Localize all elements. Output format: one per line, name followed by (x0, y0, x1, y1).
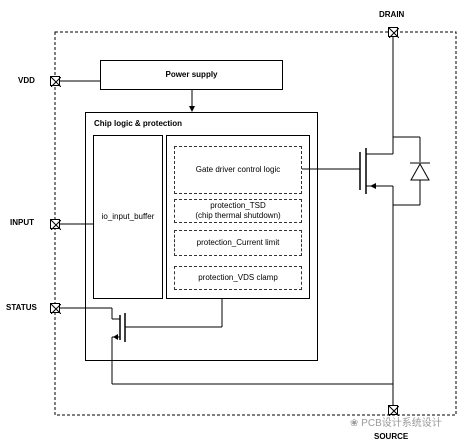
status-pin (50, 303, 61, 314)
drain-pin (388, 27, 399, 38)
protection-group (166, 135, 310, 299)
body-diode (410, 162, 430, 181)
protection-current-label: protection_Current limit (196, 238, 280, 247)
input-label: INPUT (10, 218, 34, 227)
gate-driver-label: Gate driver control logic (195, 165, 281, 174)
status-label: STATUS (6, 303, 37, 312)
protection-current-block: protection_Current limit (174, 230, 302, 256)
watermark-text: PCB设计系统设计 (361, 418, 442, 429)
power-supply-block: Power supply (100, 60, 283, 90)
protection-tsd-label: protection_TSD (210, 201, 266, 210)
drain-label: DRAIN (379, 10, 405, 19)
watermark: ❀ PCB设计系统设计 (350, 414, 442, 429)
io-input-buffer-block: io_input_buffer (93, 135, 163, 299)
power-supply-label: Power supply (165, 70, 218, 79)
protection-tsd-block: protection_TSD (chip thermal shutdown) (174, 199, 302, 223)
vdd-label: VDD (18, 76, 35, 85)
chip-logic-title: Chip logic & protection (94, 119, 182, 128)
io-input-buffer-label: io_input_buffer (101, 212, 155, 221)
protection-vds-label: protection_VDS clamp (198, 273, 278, 282)
vdd-pin (50, 76, 61, 87)
source-label: SOURCE (374, 432, 409, 441)
input-pin (50, 219, 61, 230)
watermark-icon: ❀ (350, 418, 359, 429)
protection-tsd-sublabel: (chip thermal shutdown) (195, 211, 281, 220)
source-pin (388, 405, 399, 416)
gate-driver-block: Gate driver control logic (174, 146, 302, 194)
protection-vds-block: protection_VDS clamp (174, 266, 302, 290)
chip-logic-block: Chip logic & protection (85, 112, 318, 361)
